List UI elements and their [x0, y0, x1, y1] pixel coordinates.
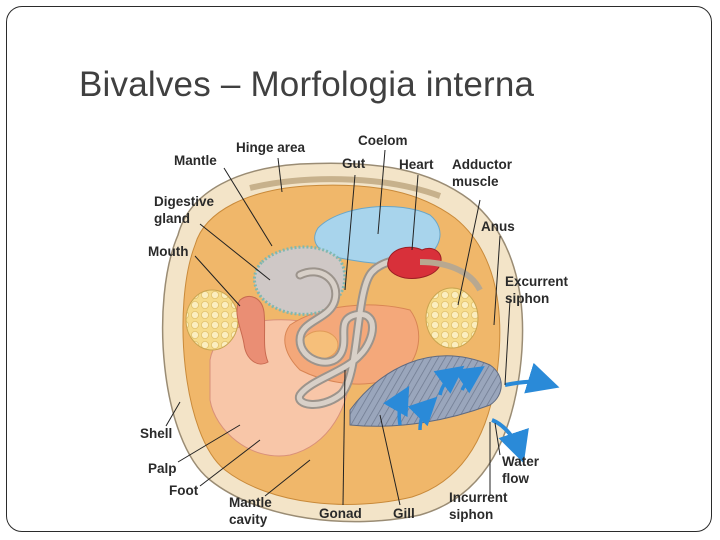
- label-hinge-area: Hinge area: [236, 140, 306, 155]
- label-palp: Palp: [148, 461, 177, 476]
- label-gill: Gill: [393, 506, 415, 521]
- label-incurrent-siphon-line2: siphon: [449, 507, 493, 522]
- label-heart: Heart: [399, 157, 434, 172]
- hinge-ridge: [249, 176, 442, 199]
- water-arrow-inner-3: [383, 385, 410, 426]
- posterior-adductor: [425, 287, 479, 349]
- label-coelom: Coelom: [358, 133, 408, 148]
- water-arrow-excurrent: [504, 362, 560, 394]
- label-gut: Gut: [342, 156, 366, 171]
- label-digestive-gland-line2: gland: [154, 211, 190, 226]
- water-arrow-incurrent: [491, 418, 529, 464]
- label-gonad: Gonad: [319, 506, 362, 521]
- label-digestive-gland-line1: Digestive: [154, 194, 215, 209]
- label-anus: Anus: [481, 219, 515, 234]
- gut-to-anus: [419, 259, 483, 292]
- anterior-adductor: [185, 289, 239, 351]
- label-excurrent-siphon-line2: siphon: [505, 291, 549, 306]
- slide-title: Bivalves – Morfologia interna: [79, 65, 535, 104]
- water-arrow-inner-4: [407, 396, 438, 431]
- label-incurrent-siphon-line1: Incurrent: [449, 490, 508, 505]
- water-arrow-inner-2: [453, 366, 485, 394]
- label-mantle-cavity-line1: Mantle: [229, 495, 272, 510]
- label-adductor-muscle-line1: Adductor: [452, 157, 513, 172]
- label-adductor-muscle-line2: muscle: [452, 174, 499, 189]
- label-foot: Foot: [169, 483, 199, 498]
- label-mouth: Mouth: [148, 244, 188, 259]
- palp: [236, 296, 269, 365]
- label-shell: Shell: [140, 426, 172, 441]
- label-mantle: Mantle: [174, 153, 217, 168]
- label-excurrent-siphon-line1: Excurrent: [505, 274, 569, 289]
- label-water-flow-line1: Water: [502, 454, 540, 469]
- label-mantle-cavity-line2: cavity: [229, 512, 268, 527]
- label-water-flow-line2: flow: [502, 471, 529, 486]
